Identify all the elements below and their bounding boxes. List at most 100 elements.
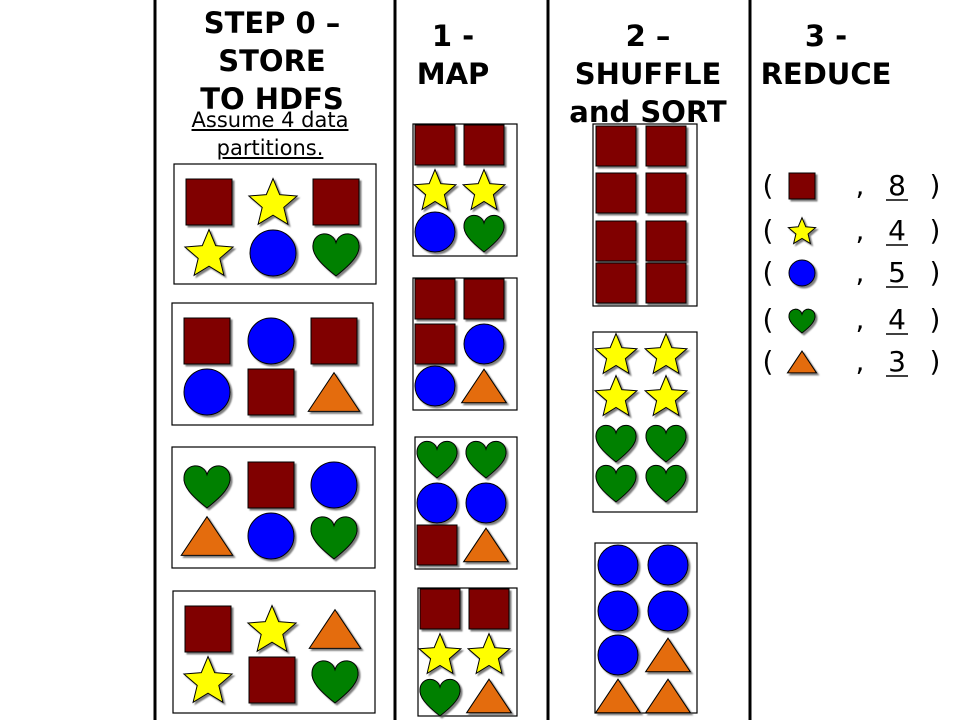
star-shape bbox=[247, 177, 299, 226]
circle-shape bbox=[247, 317, 295, 365]
step-0-line-3: TO HDFS bbox=[200, 82, 344, 116]
svg-text:,: , bbox=[856, 303, 865, 336]
svg-text:(: ( bbox=[763, 169, 774, 202]
triangle-shape bbox=[594, 678, 642, 714]
triangle-shape bbox=[786, 350, 818, 374]
svg-text:(: ( bbox=[763, 345, 774, 378]
map-output-box bbox=[412, 123, 518, 257]
reduce-count: 8 bbox=[888, 169, 906, 202]
partition-box bbox=[171, 446, 376, 569]
circle-shape bbox=[597, 634, 639, 676]
svg-text:,: , bbox=[856, 345, 865, 378]
square-shape bbox=[468, 588, 510, 630]
star-shape bbox=[593, 374, 639, 417]
star-shape bbox=[787, 216, 817, 245]
triangle-shape bbox=[307, 371, 361, 412]
heart-shape bbox=[463, 214, 505, 253]
square-shape bbox=[463, 124, 505, 166]
triangle-shape bbox=[308, 608, 362, 649]
heart-shape bbox=[416, 440, 458, 479]
circle-shape bbox=[465, 482, 507, 524]
triangle-shape bbox=[462, 527, 510, 563]
triangle-shape bbox=[180, 515, 234, 556]
circle-shape bbox=[647, 590, 689, 632]
square-shape bbox=[248, 656, 296, 704]
star-shape bbox=[461, 168, 507, 211]
svg-text:): ) bbox=[930, 303, 941, 336]
svg-text:(: ( bbox=[763, 303, 774, 336]
svg-text:): ) bbox=[930, 256, 941, 289]
reduce-count: 3 bbox=[888, 345, 906, 378]
heart-shape bbox=[312, 233, 360, 277]
heart-shape bbox=[788, 308, 816, 334]
square-shape bbox=[185, 178, 233, 226]
heart-shape bbox=[419, 678, 461, 717]
triangle-shape bbox=[644, 637, 692, 673]
heart-shape bbox=[311, 660, 359, 704]
square-shape bbox=[595, 262, 637, 304]
triangle-shape bbox=[644, 678, 692, 714]
heart-shape bbox=[645, 464, 687, 503]
heart-shape bbox=[310, 516, 358, 560]
circle-shape bbox=[310, 461, 358, 509]
partition-box bbox=[171, 302, 374, 426]
triangle-shape bbox=[460, 368, 508, 404]
star-shape bbox=[466, 632, 512, 675]
step-1-line-1: 1 - bbox=[431, 19, 475, 53]
star-shape bbox=[643, 332, 689, 375]
heart-shape bbox=[595, 424, 637, 463]
step-0-line-1: STEP 0 – bbox=[203, 6, 341, 40]
heart-shape bbox=[465, 440, 507, 479]
svg-text:,: , bbox=[856, 256, 865, 289]
square-shape bbox=[414, 124, 456, 166]
square-shape bbox=[595, 220, 637, 262]
reduce-count: 5 bbox=[888, 256, 906, 289]
reduce-count: 4 bbox=[888, 214, 906, 247]
square-shape bbox=[247, 368, 295, 416]
circle-shape bbox=[249, 229, 297, 277]
star-shape bbox=[643, 374, 689, 417]
triangle-shape bbox=[465, 678, 513, 714]
step-2-header: 2 – SHUFFLE and SORT bbox=[553, 17, 743, 131]
square-shape bbox=[645, 220, 687, 262]
star-shape bbox=[593, 332, 639, 375]
step-1-line-2: MAP bbox=[416, 57, 490, 91]
circle-shape bbox=[416, 482, 458, 524]
circle-shape bbox=[788, 259, 816, 287]
square-shape bbox=[184, 605, 232, 653]
shuffle-group-box bbox=[592, 123, 698, 307]
star-shape bbox=[412, 168, 458, 211]
step-3-line-2: REDUCE bbox=[760, 57, 892, 91]
step-1-header: 1 - MAP bbox=[400, 17, 506, 93]
circle-shape bbox=[183, 368, 231, 416]
step-0-line-2: STORE bbox=[218, 44, 326, 78]
step-3-header: 3 - REDUCE bbox=[754, 17, 898, 93]
svg-text:(: ( bbox=[763, 214, 774, 247]
circle-shape bbox=[647, 544, 689, 586]
circle-shape bbox=[414, 365, 456, 407]
square-shape bbox=[310, 317, 358, 365]
svg-text:): ) bbox=[930, 214, 941, 247]
circle-shape bbox=[414, 211, 456, 253]
star-shape bbox=[417, 632, 463, 675]
square-shape bbox=[414, 278, 456, 320]
square-shape bbox=[595, 172, 637, 214]
square-shape bbox=[645, 125, 687, 167]
square-shape bbox=[183, 317, 231, 365]
partition-box bbox=[173, 163, 377, 285]
heart-shape bbox=[595, 464, 637, 503]
square-shape bbox=[419, 588, 461, 630]
map-output-box bbox=[417, 587, 518, 717]
square-shape bbox=[788, 172, 816, 200]
square-shape bbox=[312, 178, 360, 226]
square-shape bbox=[645, 172, 687, 214]
star-shape bbox=[246, 604, 298, 653]
circle-shape bbox=[597, 544, 639, 586]
heart-shape bbox=[183, 465, 231, 509]
star-shape bbox=[182, 655, 234, 704]
step-3-line-1: 3 - bbox=[804, 19, 848, 53]
square-shape bbox=[645, 262, 687, 304]
svg-text:): ) bbox=[930, 345, 941, 378]
reduce-result-circle: (,5) bbox=[763, 256, 941, 289]
